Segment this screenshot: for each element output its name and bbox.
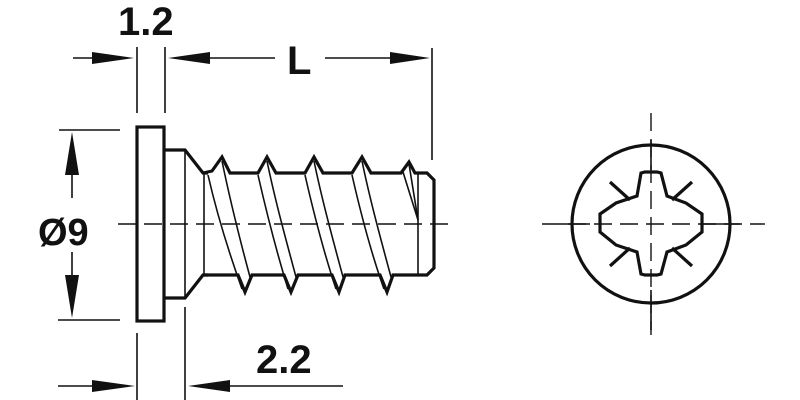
screw-head <box>135 125 166 323</box>
pozidriv-recess-icon <box>598 170 704 277</box>
arrow-down-icon <box>65 275 79 318</box>
pozidriv-tick-marks <box>608 180 694 268</box>
arrow-up-icon <box>65 132 79 175</box>
arrow-right-icon <box>92 380 135 392</box>
dim-collar-length: 2.2 <box>256 338 312 382</box>
end-view <box>542 113 765 335</box>
dim-head-thickness: 1.2 <box>118 0 174 44</box>
dimension-diameter: Ø9 <box>38 129 120 321</box>
arrow-left-icon <box>188 380 230 392</box>
arrow-left-icon <box>168 52 210 64</box>
thread-bottom-profile <box>204 273 415 297</box>
dim-length: L <box>287 39 311 83</box>
thread-top-profile <box>202 153 436 277</box>
arrow-right-icon <box>92 52 134 64</box>
dim-diameter: Ø9 <box>38 212 89 254</box>
side-view <box>118 125 450 323</box>
screw-head-circle <box>570 143 732 305</box>
arrow-right-icon <box>390 52 430 64</box>
thread-helix-lines <box>207 160 419 290</box>
dimension-bottom: 2.2 <box>58 307 343 400</box>
dimension-top: 1.2 L <box>73 0 433 160</box>
